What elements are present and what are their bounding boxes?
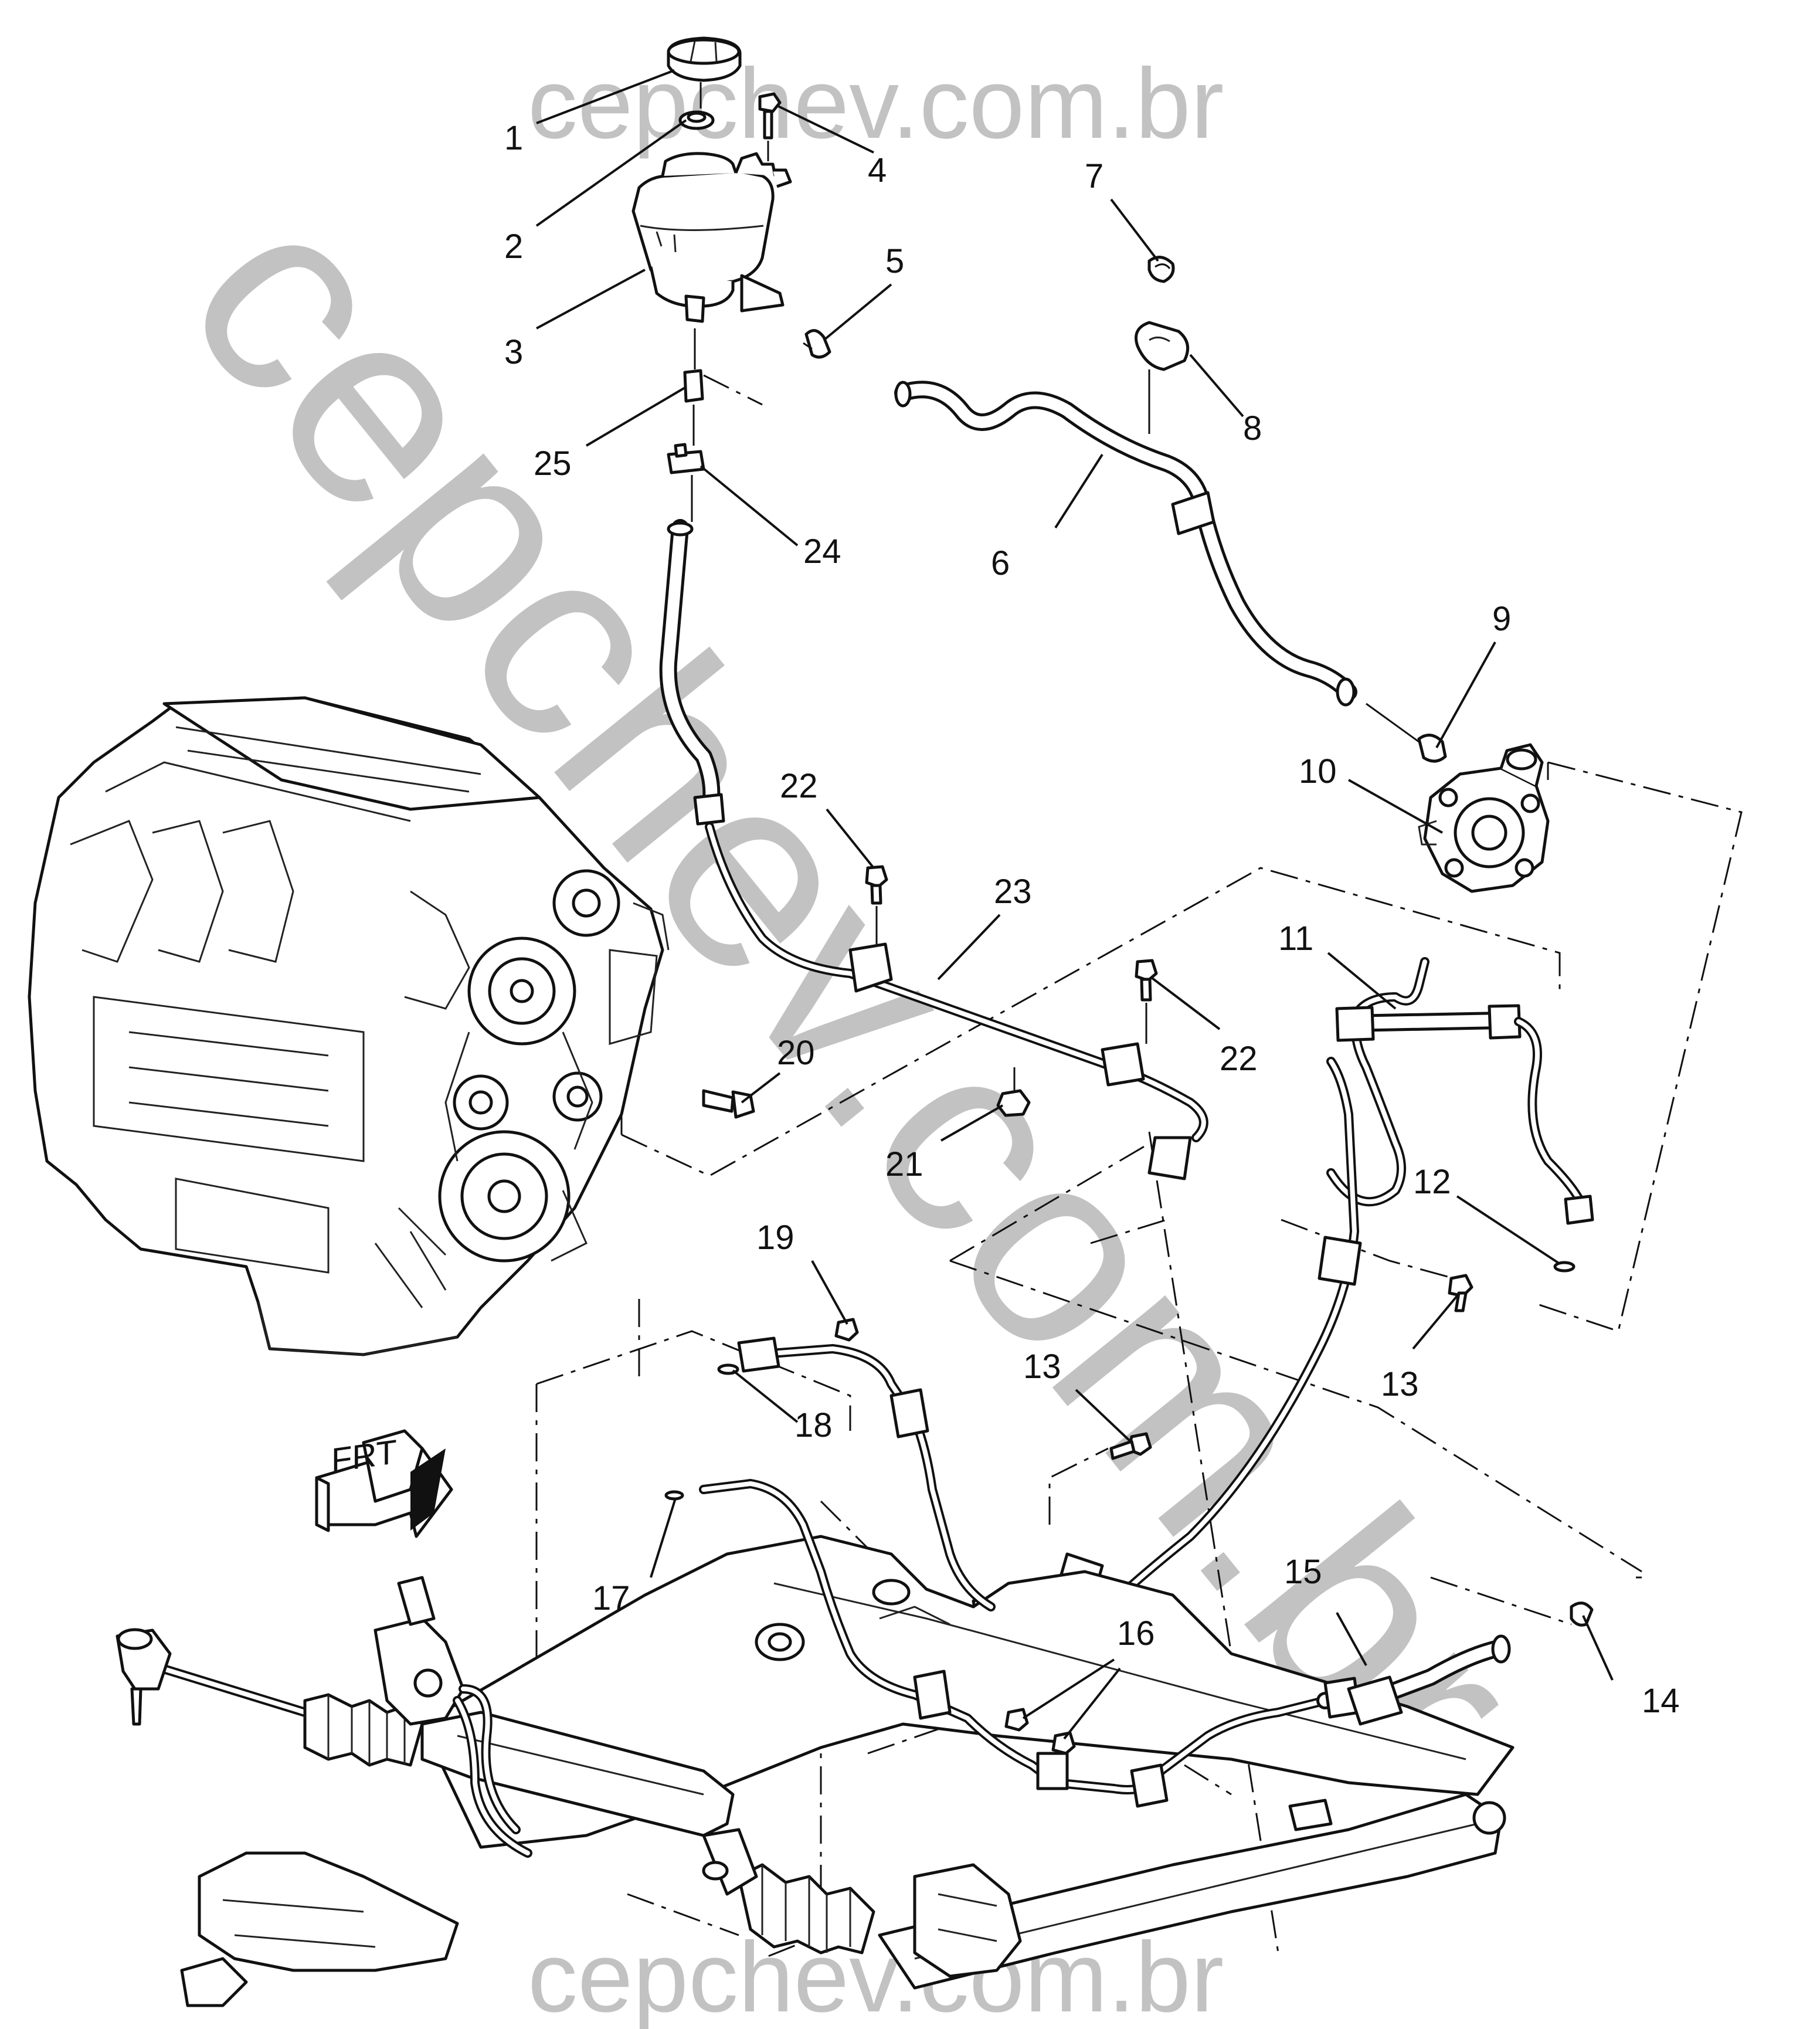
callout-4: 4 [868, 151, 887, 189]
callout-23: 23 [994, 873, 1032, 911]
return-hose [894, 381, 1357, 707]
hose-bracket-8 [1135, 321, 1190, 434]
reference-lines [535, 374, 1743, 1960]
pressure-hose [1326, 957, 1594, 1225]
callout-12: 12 [1413, 1163, 1451, 1201]
reservoir-bolt [758, 92, 782, 161]
hose-clamp-24 [667, 443, 705, 522]
hose-clamp-5 [803, 329, 831, 359]
hose-clamp-9 [1366, 703, 1447, 763]
bolt-13-right [1448, 1274, 1473, 1312]
callout-25: 25 [534, 445, 572, 483]
steering-gear-and-crossmember [116, 1535, 1515, 2007]
callout-3: 3 [504, 333, 523, 371]
callout-11: 11 [1278, 920, 1313, 958]
callout-16: 16 [1117, 1614, 1155, 1653]
callout-8: 8 [1243, 409, 1262, 447]
callout-21: 21 [885, 1145, 923, 1183]
hose-clamp-7 [1147, 256, 1175, 283]
front-direction-arrow: FRT [315, 1429, 453, 1538]
power-steering-reservoir [631, 152, 792, 323]
callouts: 1 2 3 4 5 6 7 8 9 10 11 12 13 13 14 15 1… [504, 119, 1680, 1720]
lower-return-pipe [664, 1318, 1594, 1808]
callout-19: 19 [756, 1219, 794, 1257]
callout-20: 20 [777, 1034, 815, 1072]
callout-5: 5 [885, 242, 904, 280]
callout-9: 9 [1492, 600, 1511, 638]
return-pipe [659, 519, 1208, 1180]
callout-24: 24 [803, 532, 841, 571]
callout-2: 2 [504, 228, 523, 266]
bolt-22-upper [865, 865, 888, 944]
bolt-22-lower [1135, 959, 1158, 1044]
engine [28, 696, 670, 1356]
callout-17: 17 [592, 1579, 630, 1617]
bolt-20 [702, 1089, 755, 1119]
power-steering-pump [1418, 743, 1550, 893]
reservoir-cap [667, 36, 742, 82]
callout-18: 18 [794, 1406, 833, 1444]
callout-13-right: 13 [1381, 1365, 1419, 1403]
callout-10: 10 [1299, 752, 1337, 790]
watermark-top: cepchev.com.br [528, 48, 1224, 160]
callout-7: 7 [1085, 157, 1103, 195]
bolt-13-left [1109, 1432, 1152, 1460]
nut-21 [996, 1067, 1031, 1117]
reservoir-seal [678, 82, 715, 130]
leader-lines [535, 69, 1614, 1740]
callout-22-lower: 22 [1220, 1040, 1258, 1078]
front-arrow-label: FRT [331, 1433, 397, 1480]
callout-22-upper: 22 [780, 767, 818, 805]
callout-6: 6 [991, 544, 1010, 582]
callout-1: 1 [504, 119, 523, 157]
callout-13-left: 13 [1023, 1348, 1061, 1386]
callout-14: 14 [1642, 1682, 1680, 1720]
callout-15: 15 [1284, 1553, 1322, 1591]
reservoir-outlet-fitting [683, 328, 704, 446]
o-ring-12 [1553, 1261, 1575, 1273]
